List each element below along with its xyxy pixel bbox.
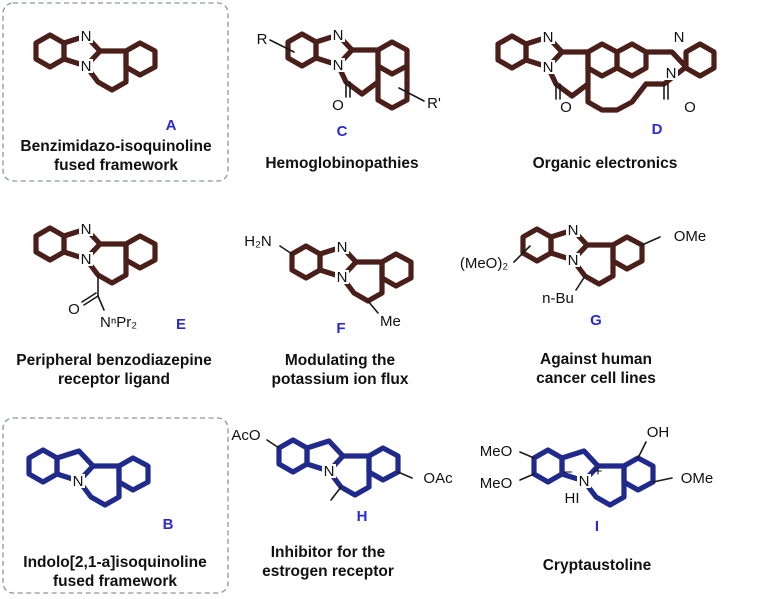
- caption-line-2: fused framework: [53, 573, 177, 590]
- methyl-group: Me: [380, 313, 401, 330]
- compound-f: H₂N N N Me F Modulating the potassium io…: [244, 233, 414, 388]
- atom-n: N: [73, 473, 84, 490]
- atom-n: N: [337, 239, 348, 256]
- caption-line-1: Indolo[2,1-a]isoquinoline: [23, 554, 207, 571]
- compound-d: N N N N O O D Organic electronics: [495, 29, 717, 172]
- atom-n: N: [543, 59, 554, 76]
- compound-letter-b: B: [163, 516, 174, 533]
- hydroiodide: HI: [565, 490, 580, 507]
- caption-line-1: Hemoglobinopathies: [265, 155, 418, 172]
- compound-letter-g: G: [590, 312, 602, 329]
- compound-letter-c: C: [337, 123, 348, 140]
- methoxy-group: OMe: [681, 470, 714, 487]
- caption-line-1: Cryptaustoline: [543, 557, 652, 574]
- atom-o: O: [68, 301, 80, 318]
- caption-line-2: receptor ligand: [58, 371, 170, 388]
- hydroxy-group: OH: [647, 424, 670, 441]
- atom-o: O: [684, 99, 696, 116]
- amino-group: H₂N: [244, 233, 272, 250]
- methoxy-group: OMe: [674, 228, 707, 245]
- atom-o: O: [332, 97, 344, 114]
- atom-n: N: [568, 252, 579, 269]
- atom-o: O: [560, 99, 572, 116]
- atom-n: N: [81, 58, 92, 75]
- caption-line-1: Benzimidazo-isoquinoline: [20, 138, 212, 155]
- caption-line-1: Against human: [540, 351, 652, 368]
- methoxy-group: MeO: [480, 443, 513, 460]
- compound-letter-i: I: [595, 518, 599, 535]
- compound-letter-d: D: [652, 121, 663, 138]
- atom-n: N: [333, 27, 344, 44]
- caption-line-1: Inhibitor for the: [271, 544, 386, 561]
- atom-n: N: [337, 269, 348, 286]
- compound-i: MeO MeO N + – HI OH OMe I Cryptaustoline: [480, 424, 714, 574]
- compound-a: N N A Benzimidazo-isoquinoline fused fra…: [2, 2, 229, 182]
- atom-n: N: [81, 28, 92, 45]
- atom-n: N: [568, 222, 579, 239]
- atom-n: N: [579, 473, 590, 490]
- negative-charge: –: [564, 463, 573, 480]
- compound-h: AcO N OAc H Inhibitor for the estrogen r…: [231, 427, 453, 580]
- compound-letter-e: E: [176, 316, 186, 333]
- caption-line-1: Modulating the: [285, 352, 396, 369]
- atom-n: N: [666, 65, 677, 82]
- dashed-frame-b: [2, 417, 229, 594]
- compound-letter-h: H: [357, 508, 368, 525]
- dashed-frame-a: [2, 2, 229, 182]
- atom-n: N: [324, 463, 335, 480]
- acetoxy-group: AcO: [231, 427, 260, 444]
- compound-c: R N N O R' C Hemoglobinopathies: [257, 27, 441, 172]
- compound-letter-a: A: [166, 117, 177, 134]
- benzene-ring: [33, 32, 67, 70]
- atom-n: N: [674, 29, 685, 46]
- caption-line-1: Peripheral benzodiazepine: [16, 352, 212, 369]
- methoxy-group: MeO: [480, 475, 513, 492]
- compound-b: N B Indolo[2,1-a]isoquinoline fused fram…: [2, 417, 229, 594]
- caption-line-2: potassium ion flux: [272, 371, 409, 388]
- atom-n: N: [543, 29, 554, 46]
- atom-n: N: [333, 57, 344, 74]
- acetoxy-group: OAc: [423, 470, 453, 487]
- amide-group: NⁿPr₂: [100, 314, 137, 331]
- atom-r: R: [257, 31, 268, 48]
- compound-letter-f: F: [336, 320, 345, 337]
- positive-charge: +: [594, 463, 603, 480]
- atom-n: N: [81, 251, 92, 268]
- caption-line-2: estrogen receptor: [262, 563, 394, 580]
- caption-line-2: cancer cell lines: [536, 370, 656, 387]
- atom-n: N: [81, 221, 92, 238]
- caption-line-2: fused framework: [54, 157, 178, 174]
- caption-line-1: Organic electronics: [533, 155, 678, 172]
- compound-g: (MeO)₂ N N OMe n-Bu G Against human canc…: [460, 222, 706, 387]
- atom-r-prime: R': [427, 95, 441, 112]
- dimethoxy-group: (MeO)₂: [460, 255, 508, 272]
- compound-e: N N O NⁿPr₂ E Peripheral benzodiazepine …: [16, 221, 212, 388]
- butyl-group: n-Bu: [542, 290, 574, 307]
- aryl-ring: [123, 40, 158, 78]
- dihydro-ring: [83, 48, 129, 93]
